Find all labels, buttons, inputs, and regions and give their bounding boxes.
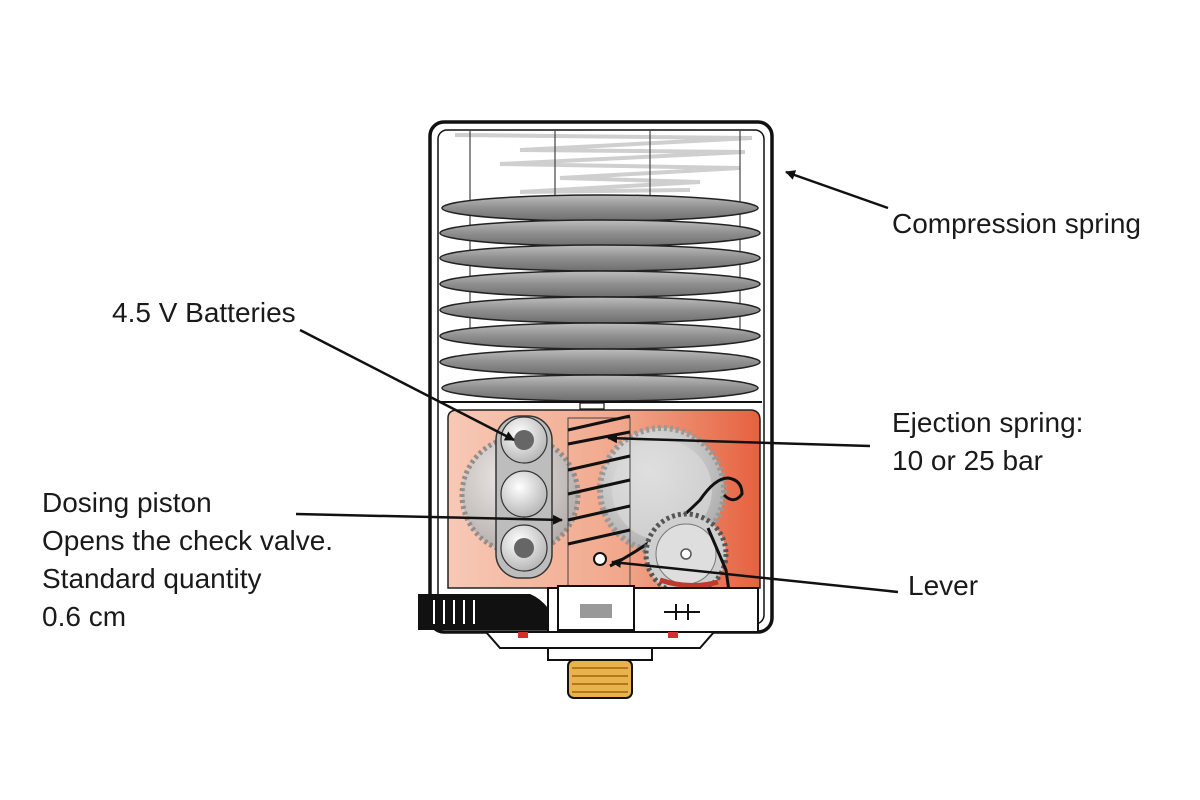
- ejection-spring-coil: [567, 414, 631, 589]
- lever-mechanism: [593, 476, 744, 599]
- lever-leader: [611, 557, 899, 594]
- compression-spring-label: Compression spring: [892, 208, 1141, 239]
- dosing-piston-quantity-label: Standard quantity: [42, 563, 262, 594]
- dosing-piston-quantity-value: 0.6 cm: [42, 601, 127, 632]
- ejection-spring-pressure: 10 or 25 bar: [892, 445, 1043, 476]
- ejection-spring-leader: [607, 433, 871, 448]
- leader-lines: [295, 170, 899, 594]
- batteries-leader: [299, 328, 515, 442]
- dosing-piston-label: Dosing piston Opens the check valve. Sta…: [42, 484, 333, 636]
- dosing-piston-title: Dosing piston: [42, 487, 212, 518]
- ejection-spring-label: Ejection spring: 10 or 25 bar: [892, 404, 1083, 480]
- bellows: [439, 194, 761, 402]
- drive-chamber: [447, 409, 761, 599]
- dosing-piston-leader: [295, 512, 563, 525]
- threaded-connector: [567, 659, 633, 699]
- ejection-spring-title: Ejection spring:: [892, 407, 1084, 438]
- batteries-label: 4.5 V Batteries: [112, 297, 296, 328]
- lever-label: Lever: [908, 570, 979, 601]
- dosing-piston-desc: Opens the check valve.: [42, 525, 334, 556]
- base-assembly: [418, 585, 759, 661]
- compression-spring-leader: [785, 170, 889, 210]
- battery-stack: [495, 415, 553, 579]
